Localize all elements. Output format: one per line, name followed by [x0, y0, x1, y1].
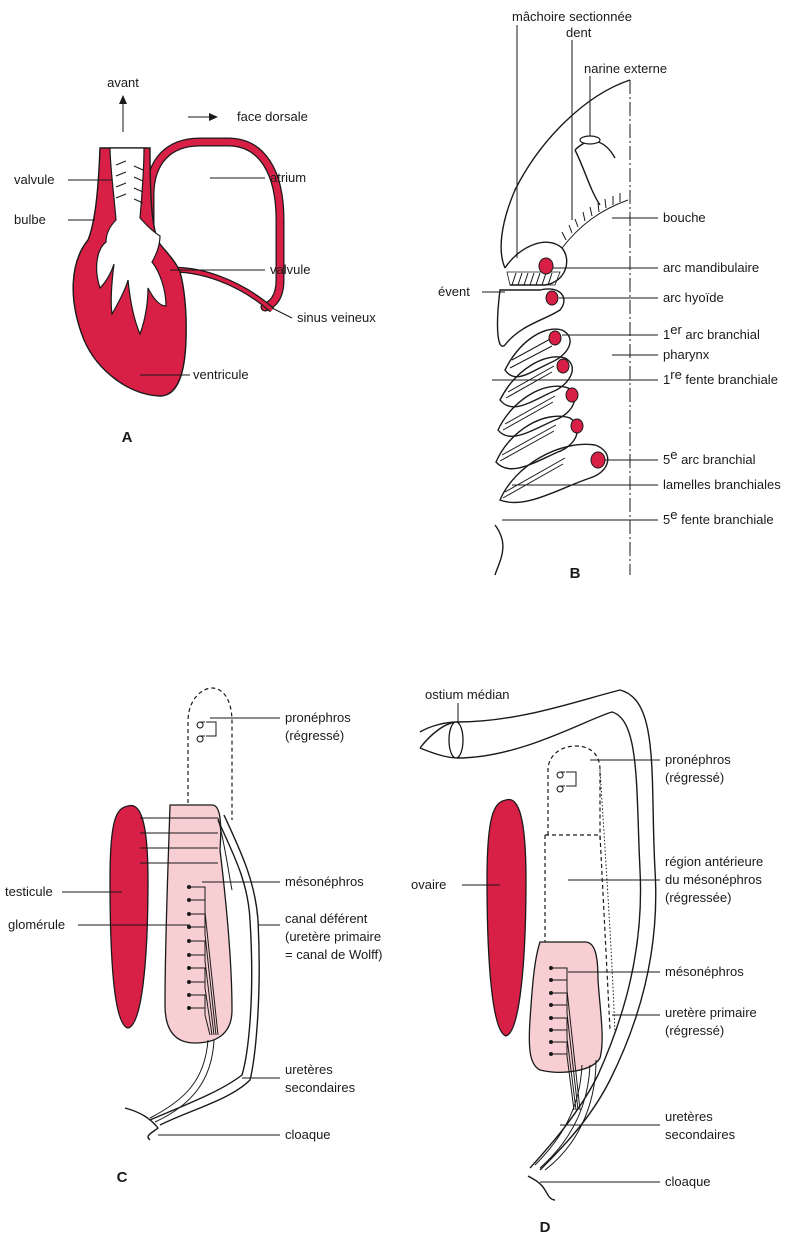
sinus-leader — [272, 308, 292, 318]
avant-arrowhead — [119, 95, 127, 104]
mesonephros-c — [165, 805, 232, 1043]
narine-label: narine externe — [584, 61, 667, 76]
pharynx-label: pharynx — [663, 347, 710, 362]
oviduct-outer — [420, 690, 656, 1170]
gill-arch-4 — [496, 416, 577, 469]
cloaque-c-shape — [125, 1108, 158, 1140]
mesonephros-d-label: mésonéphros — [665, 964, 744, 979]
lower-body-outline — [495, 525, 503, 575]
lamelles-label: lamelles branchiales — [663, 477, 781, 492]
ureteres-d-label-2: secondaires — [665, 1127, 736, 1142]
mesonephros-c-label: mésonéphros — [285, 874, 364, 889]
dent-label: dent — [566, 25, 592, 40]
glomerule-label: glomérule — [8, 917, 65, 932]
pronephros-d-tubules — [557, 772, 576, 792]
arc5-red — [591, 452, 605, 468]
ureteres-c-label-1: uretères — [285, 1062, 333, 1077]
cloaque-d-shape — [528, 1176, 555, 1200]
pronephros-d-label-2: (régressé) — [665, 770, 724, 785]
arc-hyoide-red — [546, 291, 558, 305]
arc-mandibulaire-red — [539, 258, 553, 274]
panel-a-label: A — [122, 429, 133, 446]
panel-d-female: ostium médian pronéphros (régressé) régi… — [411, 687, 763, 1236]
canal-label-1: canal déférent — [285, 911, 368, 926]
bulbe-label: bulbe — [14, 212, 46, 227]
pronephros-d-label-1: pronéphros — [665, 752, 731, 767]
panel-c-male: pronéphros (régressé) testicule mésonéph… — [5, 688, 382, 1186]
gill-arches — [496, 329, 608, 502]
uretere-primaire-label-2: (régressé) — [665, 1023, 724, 1038]
sinus-label: sinus veineux — [297, 310, 376, 325]
pronephros-c-tubules — [197, 722, 216, 742]
uretere-primaire-label-1: uretère primaire — [665, 1005, 757, 1020]
ureteres-d — [535, 1060, 596, 1170]
jaw-hatch — [512, 273, 552, 285]
nostril-tube — [575, 141, 615, 205]
ureteres-c — [150, 1040, 214, 1122]
cloaque-c-label: cloaque — [285, 1127, 331, 1142]
arc2-red — [557, 359, 569, 373]
cloaque-d-label: cloaque — [665, 1174, 711, 1189]
ovaire-label: ovaire — [411, 877, 446, 892]
canal-label-2: (uretère primaire — [285, 929, 381, 944]
region-label-1: région antérieure — [665, 854, 763, 869]
testicule — [110, 805, 148, 1028]
testicule-label: testicule — [5, 884, 53, 899]
mesonephros-d — [529, 942, 602, 1072]
panel-b-pharynx: mâchoire sectionnée dent narine externe … — [438, 9, 781, 582]
region-label-3: (régressée) — [665, 890, 731, 905]
arc1-label: 1er arc branchial — [663, 322, 760, 342]
bouche-label: bouche — [663, 210, 706, 225]
oviduct-inner — [458, 712, 641, 1168]
ovaire — [487, 799, 526, 1036]
panel-b-label: B — [570, 565, 581, 582]
region-label-2: du mésonéphros — [665, 872, 762, 887]
valvule-top-label: valvule — [14, 172, 54, 187]
arc-hyoide-label: arc hyoïde — [663, 290, 724, 305]
machoire-label: mâchoire sectionnée — [512, 9, 632, 24]
pronephros-c-label-1: pronéphros — [285, 710, 351, 725]
pronephros-c-label-2: (régressé) — [285, 728, 344, 743]
arc3-red — [566, 388, 578, 402]
dorsal-arrowhead — [209, 113, 218, 121]
valvule-mid-label: valvule — [270, 262, 310, 277]
event-label: évent — [438, 284, 470, 299]
arc4-red — [571, 419, 583, 433]
pronephros-c-outline — [188, 688, 232, 820]
panel-a-heart: avant face dorsale valvule bulbe atrium … — [14, 75, 376, 446]
panel-c-label: C — [117, 1169, 128, 1186]
ostium-label: ostium médian — [425, 687, 510, 702]
face-dorsale-label: face dorsale — [237, 109, 308, 124]
arc1-red — [549, 331, 561, 345]
ureteres-c-label-2: secondaires — [285, 1080, 356, 1095]
arc-mandibulaire-label: arc mandibulaire — [663, 260, 759, 275]
fente5-label: 5e fente branchiale — [663, 507, 774, 527]
panel-d-label: D — [540, 1219, 551, 1236]
canal-label-3: = canal de Wolff) — [285, 947, 382, 962]
avant-label: avant — [107, 75, 139, 90]
uretere-primaire-dotted — [600, 770, 615, 1035]
atrium-label: atrium — [270, 170, 306, 185]
ureteres-d-label-1: uretères — [665, 1109, 713, 1124]
ventricule-label: ventricule — [193, 367, 249, 382]
nostril-opening — [580, 136, 600, 144]
fente1-label: 1re fente branchiale — [663, 367, 778, 387]
ostium — [449, 722, 463, 758]
arc5-label: 5e arc branchial — [663, 447, 756, 467]
